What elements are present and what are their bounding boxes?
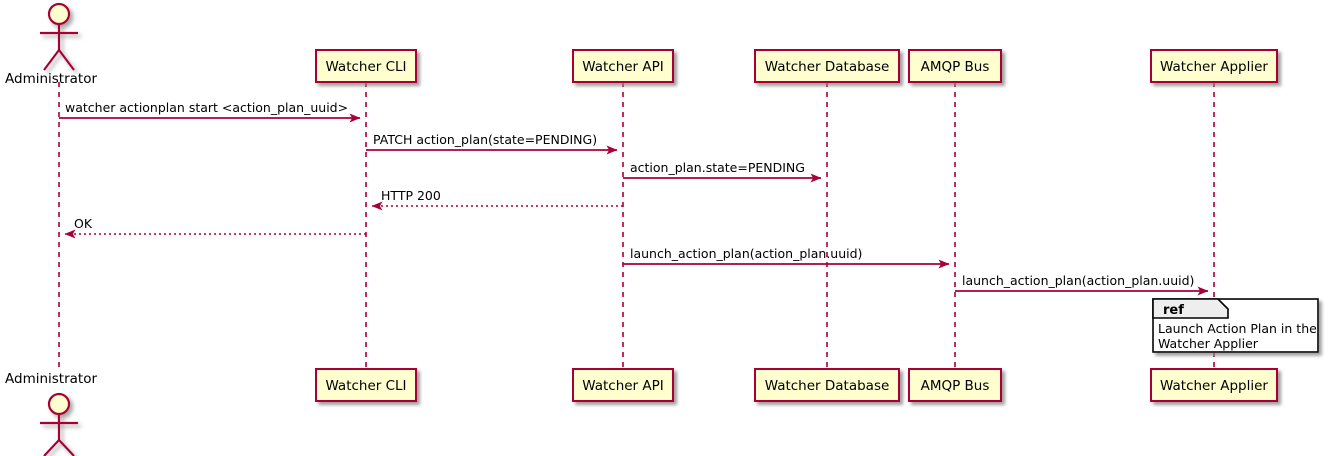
participant-label: Watcher API: [582, 59, 664, 75]
participant-box: [754, 368, 900, 402]
participant-box: [315, 368, 417, 402]
participant-box: [315, 49, 417, 83]
message-label: HTTP 200: [381, 188, 441, 203]
participant-box: [572, 368, 674, 402]
actor-leg-right-icon: [58, 49, 75, 71]
participant-label: AMQP Bus: [921, 378, 990, 394]
message-4-http-200[interactable]: HTTP 200: [371, 188, 623, 211]
participant-box: [908, 49, 1002, 83]
actor-leg-left-icon: [43, 439, 60, 456]
message-label: PATCH action_plan(state=PENDING): [373, 132, 597, 147]
participant-watcher-database-bottom[interactable]: Watcher Database: [754, 368, 900, 402]
participant-watcher-api-top[interactable]: Watcher API: [572, 49, 674, 83]
actor-label-administrator-bottom: Administrator: [5, 371, 97, 387]
actor-head-icon: [47, 392, 71, 416]
ref-keyword-tab: [1152, 298, 1229, 319]
message-6-launch-action-plan-to-bus[interactable]: launch_action_plan(action_plan.uuid): [623, 246, 950, 269]
participant-watcher-cli-top[interactable]: Watcher CLI: [315, 49, 417, 83]
participant-watcher-applier-top[interactable]: Watcher Applier: [1150, 49, 1278, 83]
message-3-action-plan-state-pending[interactable]: action_plan.state=PENDING: [623, 160, 822, 183]
participant-label: Watcher CLI: [325, 378, 406, 394]
message-label: launch_action_plan(action_plan.uuid): [630, 246, 862, 261]
participant-watcher-applier-bottom[interactable]: Watcher Applier: [1150, 368, 1278, 402]
ref-body-line-2: Watcher Applier: [1158, 336, 1259, 351]
actor-leg-right-icon: [58, 439, 75, 456]
actor-administrator-top[interactable]: [40, 2, 78, 71]
participant-amqp-bus-bottom[interactable]: AMQP Bus: [908, 368, 1002, 402]
message-label: launch_action_plan(action_plan.uuid): [962, 273, 1194, 288]
participant-box: [1150, 49, 1278, 83]
lifelines-group: [58, 82, 1215, 369]
participant-box: [572, 49, 674, 83]
message-label: watcher actionplan start <action_plan_uu…: [65, 100, 348, 115]
message-1-watcher-actionplan-start[interactable]: watcher actionplan start <action_plan_uu…: [59, 100, 361, 123]
participant-watcher-database-top[interactable]: Watcher Database: [754, 49, 900, 83]
message-label: action_plan.state=PENDING: [630, 160, 805, 175]
ref-body-line-1: Launch Action Plan in the: [1158, 321, 1317, 336]
actor-head-icon: [47, 2, 71, 26]
participant-label: Watcher Applier: [1160, 59, 1268, 75]
participant-label: Watcher API: [582, 378, 664, 394]
participant-label: Watcher Database: [765, 59, 890, 75]
actor-administrator-bottom[interactable]: [40, 392, 78, 456]
message-7-launch-action-plan-to-applier[interactable]: launch_action_plan(action_plan.uuid): [955, 273, 1209, 296]
ref-keyword-label: ref: [1163, 303, 1184, 318]
message-2-patch-action-plan[interactable]: PATCH action_plan(state=PENDING): [366, 132, 618, 155]
participant-label: Watcher CLI: [325, 59, 406, 75]
participant-amqp-bus-top[interactable]: AMQP Bus: [908, 49, 1002, 83]
participant-box: [754, 49, 900, 83]
message-5-ok[interactable]: OK: [64, 216, 366, 239]
message-label: OK: [74, 216, 93, 231]
participant-label: Watcher Applier: [1160, 378, 1268, 394]
participant-label: AMQP Bus: [921, 59, 990, 75]
actor-leg-left-icon: [43, 49, 60, 71]
participant-watcher-api-bottom[interactable]: Watcher API: [572, 368, 674, 402]
actor-label-administrator-top: Administrator: [5, 71, 97, 87]
participant-box: [1150, 368, 1278, 402]
participant-label: Watcher Database: [765, 378, 890, 394]
participant-watcher-cli-bottom[interactable]: Watcher CLI: [315, 368, 417, 402]
participant-box: [908, 368, 1002, 402]
ref-fragment-launch-action-plan[interactable]: ref Launch Action Plan in the Watcher Ap…: [1152, 298, 1319, 353]
